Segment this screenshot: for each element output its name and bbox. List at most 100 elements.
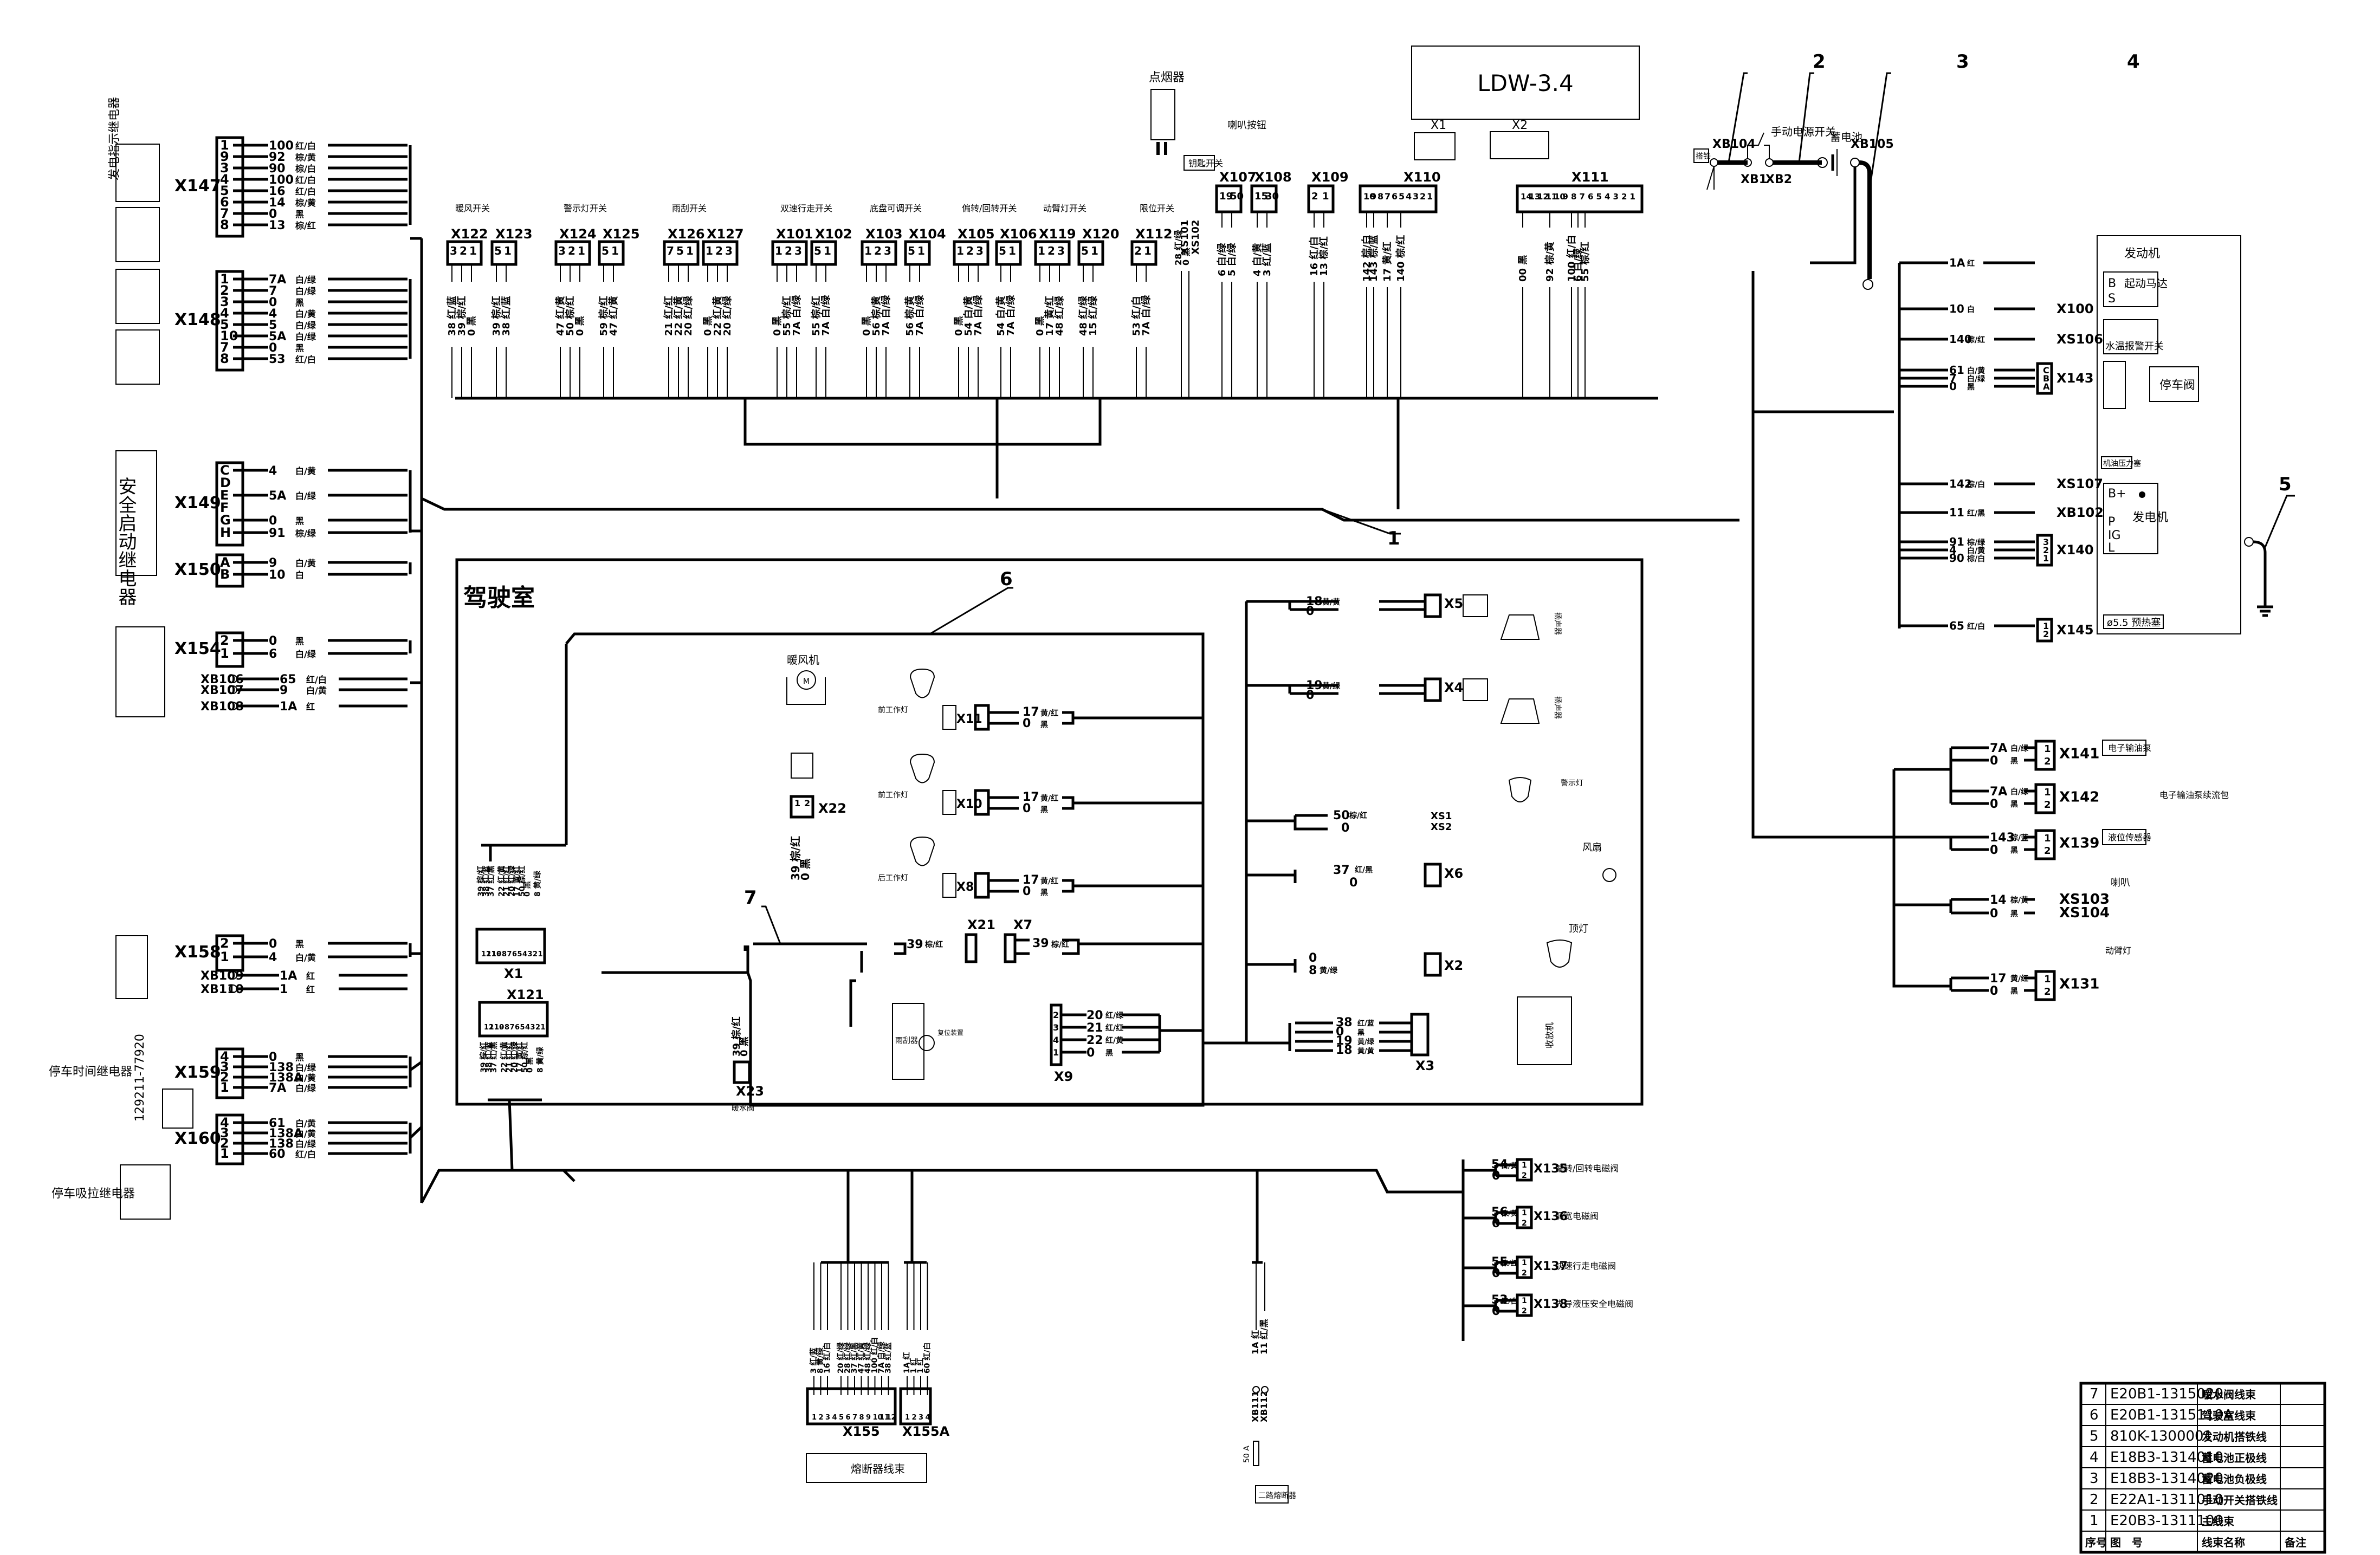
- wire-color: 黑: [1040, 889, 1048, 897]
- wire-number: 90: [1949, 552, 1964, 565]
- wire-color: 红: [306, 702, 315, 712]
- switch-title: 限位开关: [1140, 203, 1174, 213]
- wire-label: 39 棕/红: [479, 1042, 488, 1073]
- ground-strap-label: 搭铁: [1696, 152, 1711, 161]
- wire-number: 17: [1023, 705, 1039, 719]
- wire-number: 138A: [269, 1071, 303, 1085]
- pin-label: 3: [794, 244, 802, 257]
- cab-section: 驾驶室: [455, 558, 1644, 1107]
- cab-boundary: [455, 558, 1644, 1106]
- wire-label: 4 白/黄: [1251, 243, 1263, 276]
- pin-label: 3: [220, 1059, 229, 1074]
- wire-label: 39 棕/红: [490, 296, 502, 336]
- wire-number: 22: [1086, 1034, 1103, 1047]
- wire-label: 48 红/绿: [1053, 295, 1065, 336]
- pin-label: 3: [528, 950, 533, 958]
- wire-label: 15 红/绿: [1087, 295, 1099, 336]
- pin-label: 2: [1047, 244, 1055, 257]
- ldw-x2-label: X2: [1512, 119, 1528, 132]
- wire-color: 红/黑: [1967, 509, 1985, 518]
- pin-label: B: [220, 567, 230, 582]
- bom-name: 手动开关搭铁线: [2202, 1494, 2278, 1507]
- connector-id: X160: [174, 1129, 221, 1148]
- pin-label: 1: [504, 244, 512, 257]
- wire-number: 11: [1949, 506, 1964, 519]
- ldw-x1-label: X1: [1431, 119, 1446, 132]
- wire-color: 白/绿: [2010, 744, 2029, 753]
- wire-label: 0 黑: [526, 1057, 535, 1073]
- wire-number: 0: [1949, 380, 1957, 393]
- connector-id: X22: [818, 801, 846, 816]
- speaker-icon: [1500, 698, 1540, 724]
- part-number: 129211-77920: [133, 1034, 147, 1122]
- pin-label: 1: [812, 1414, 817, 1422]
- dome-lamp-icon: [1546, 940, 1573, 968]
- pin-label: 2: [804, 798, 810, 808]
- wire-color: 黄/黄: [1357, 1047, 1374, 1055]
- wire-label: 5 白/绿: [1226, 243, 1238, 276]
- wiper-motor-icon: [919, 1035, 935, 1051]
- connector-id: X103: [865, 226, 903, 242]
- motor-m-icon: M: [803, 677, 810, 686]
- wire-number: 53: [1491, 1293, 1508, 1307]
- wire-label: 92 棕/黄: [1544, 242, 1556, 282]
- pin-label: 1: [220, 949, 229, 964]
- wire-color: 黑: [2010, 757, 2018, 766]
- pin-label: 4: [832, 1414, 837, 1422]
- wire-label: 140 棕/红: [1395, 235, 1407, 282]
- wire-number: 56: [1491, 1206, 1508, 1219]
- pin-label: 2: [220, 936, 229, 951]
- left-relay-panel: 发电指示继电器 安全启动继电器 129211-77920 停车时间继电器 停车吸…: [49, 97, 193, 1220]
- pin-label: 1: [864, 244, 872, 257]
- speaker-label: 扬声器: [1553, 612, 1562, 635]
- pin-label: 3: [220, 1125, 229, 1141]
- xb104-terminal: [1710, 158, 1718, 167]
- pin-label: 4: [220, 1049, 229, 1064]
- switch-title: 双速行走开关: [780, 203, 832, 213]
- wire-label: 53 红/白: [1130, 296, 1142, 336]
- wire-number: 18: [1336, 1044, 1353, 1057]
- xb112-terminal: [1261, 1386, 1269, 1394]
- wire-label: 17 黄/红: [513, 866, 522, 897]
- wire-color: 红/黄: [1105, 1036, 1123, 1045]
- connector-id: X2: [1444, 958, 1463, 973]
- bom-header-cell: 序号: [2085, 1536, 2107, 1549]
- wire-color: 红: [306, 971, 315, 981]
- wire-number: 4: [269, 464, 277, 478]
- connector-id: X150: [174, 560, 221, 579]
- connector-id: X155: [843, 1424, 880, 1439]
- pin-label: 3: [976, 244, 984, 257]
- pin-label: 2: [220, 1136, 229, 1151]
- wire-number: 7A: [269, 273, 286, 287]
- bom-no: 6: [2090, 1407, 2099, 1423]
- alt-pin-ig: IG: [2108, 529, 2121, 542]
- pin-label: 5: [518, 950, 522, 958]
- wire-label: 11 红/黑: [1259, 1319, 1269, 1355]
- pin-label: 1: [220, 646, 229, 661]
- ref-7: 7: [744, 887, 757, 909]
- wire-number: 0: [1492, 1305, 1500, 1318]
- pin-label: 8: [859, 1414, 864, 1422]
- connector-id: X100: [2056, 301, 2094, 316]
- pin-label: 1: [686, 244, 694, 257]
- pin-label: 1: [220, 1146, 229, 1161]
- lamp-label: 前工作灯: [878, 705, 908, 715]
- pin-label: 5: [839, 1414, 844, 1422]
- connector-id: X159: [174, 1063, 221, 1082]
